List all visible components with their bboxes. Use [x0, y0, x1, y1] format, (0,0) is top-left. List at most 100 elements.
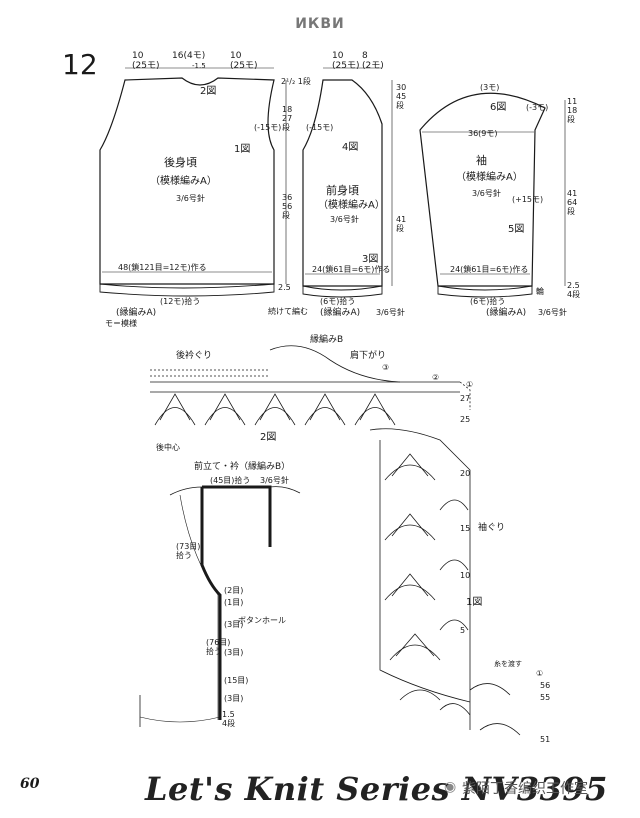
back-right-dim-top: 2¹/₂ 1段 — [281, 76, 311, 86]
sleeve-diagram-5: 5図 — [508, 223, 524, 235]
sleeve-hem — [437, 285, 533, 298]
back-collar-label: 後衿ぐり — [176, 349, 212, 361]
placket-outline — [200, 487, 222, 720]
row-label: 10 — [460, 571, 470, 580]
front-subtitle: （模様編みA） — [318, 198, 385, 211]
back-diagram-2: 2図 — [200, 85, 216, 97]
placket-pick-top: (45目)拾う — [210, 475, 250, 485]
back-subtitle: （模様編みA） — [150, 174, 217, 187]
back-bottom-dim: 2.5 — [278, 283, 291, 292]
page-number: 60 — [20, 776, 40, 792]
row-label: 5 — [460, 626, 465, 635]
front-hem-needle: 3/6号針 — [376, 307, 405, 317]
front-title: 前身頃 — [326, 183, 359, 197]
row-label: 20 — [460, 469, 470, 478]
page-header: ИКВИ — [295, 16, 345, 32]
watermark: 紫陌丁香编织工作室 — [462, 781, 588, 797]
back-diagram-1: 1図 — [234, 143, 250, 155]
front-bottom-cast-on: 24(鎖61目=6モ)作る — [312, 264, 390, 274]
placket-row-2: (2目) — [224, 586, 243, 595]
shoulder-label: 肩下がり — [350, 349, 386, 361]
front-hem-label: (縁編みA) — [320, 306, 360, 318]
row-label: 51 — [540, 735, 550, 744]
front-diagram-4: 4図 — [342, 141, 358, 153]
back-hem — [99, 283, 275, 297]
sleeve-hem-label: (縁編みA) — [486, 306, 526, 318]
sleeve-hem-needle: 3/6号針 — [538, 307, 567, 317]
chart-symbols — [150, 345, 521, 736]
placket-row-15: (15目) — [224, 676, 248, 685]
row-label: 27 — [460, 394, 470, 403]
pattern-number: 12 — [62, 48, 98, 81]
back-bottom-cast-on: 48(鎖121目=12モ)作る — [118, 262, 207, 272]
sleeve-top: (3モ) — [480, 83, 499, 92]
wechat-icon: ◉ — [444, 779, 457, 795]
row-label: ③ — [382, 363, 389, 372]
row-label: ① — [536, 669, 543, 678]
placket-buttonhole: ボタンホール — [238, 616, 286, 625]
placket-pick-lower: (76目)拾う — [206, 638, 230, 656]
back-title: 後身頃 — [164, 155, 197, 169]
sleeve-dec-right: (-3モ) — [526, 103, 548, 112]
row-label: 55 — [540, 693, 550, 702]
row-label: 15 — [460, 524, 470, 533]
sleeve-inc-side: (+15モ) — [512, 195, 543, 204]
placket-title: 前立て・衿（縁編みB） — [194, 460, 290, 472]
crochet-chart: ① ② ③ 27 25 20 15 10 5 ① 56 55 51 後衿ぐり 縁… — [150, 333, 550, 744]
row-label: 56 — [540, 681, 550, 690]
sleeve-width: 36(9モ) — [468, 129, 498, 138]
sleeve-bottom-cast-on: 24(鎖61目=6モ)作る — [450, 264, 528, 274]
back-needle: 3/6号針 — [176, 193, 205, 203]
sleeve-hem-pick: (6モ)拾う — [470, 296, 505, 306]
series-title: Let's Knit Series NV3395 — [145, 770, 608, 808]
row-label: ① — [466, 380, 473, 389]
sleeve-needle: 3/6号針 — [472, 188, 501, 198]
chart-diagram-1: 1図 — [466, 596, 482, 608]
join-label: 糸を渡す — [494, 659, 522, 668]
back-continue-label: 続けて編む — [268, 306, 308, 316]
placket-diagram: 前立て・衿（縁編みB） 3/6号針 (45目)拾う (73目)拾う (2目) (… — [139, 460, 301, 728]
back-hem-label: (縁編みA) — [116, 306, 156, 318]
front-top-left-dim: 10(25モ) — [332, 51, 359, 71]
front-diagram-3: 3図 — [362, 253, 378, 265]
placket-row-3: (3目) — [224, 620, 243, 629]
front-hem-pick: (6モ)拾う — [320, 296, 355, 306]
sleeve-rib-label: 輪 — [536, 286, 544, 296]
front-side-dec: (-15モ) — [306, 123, 333, 132]
sleeve-subtitle: （模様編みA） — [456, 170, 523, 183]
center-back-label: 後中心 — [156, 442, 180, 452]
edge-b-label: 縁編みB — [310, 333, 343, 345]
back-top-mid2-dim: -1.5 — [192, 62, 206, 70]
front-needle: 3/6号針 — [330, 214, 359, 224]
front-hem — [302, 285, 383, 298]
garment-schematics: 10(25モ) 16(4モ) -1.5 10(25モ) 2図 1図 (-15モ)… — [99, 51, 580, 328]
front-top-right-dim: 8(2モ) — [362, 51, 384, 71]
back-body-outline — [99, 77, 275, 285]
back-stitch-note: モ＝模様 — [105, 318, 137, 328]
placket-pick-left: (73目)拾う — [176, 542, 200, 560]
back-top-right-dim: 10(25モ) — [230, 51, 257, 71]
placket-row-3c: (3目) — [224, 694, 243, 703]
row-label: ② — [432, 373, 439, 382]
sleeve-title: 袖 — [476, 153, 487, 167]
back-top-mid-dim: 16(4モ) — [172, 51, 205, 61]
back-top-left-dim: 10(25モ) — [132, 51, 159, 71]
back-side-dec: (-15モ) — [254, 123, 281, 132]
chart-row-labels: ① ② ③ 27 25 20 15 10 5 ① 56 55 51 — [382, 363, 550, 744]
sleeve-diagram-6: 6図 — [490, 101, 506, 113]
placket-row-3b: (3目) — [224, 648, 243, 657]
back-hem-pick: (12モ)拾う — [160, 296, 200, 306]
sleeve-cap-label: 袖ぐり — [478, 521, 505, 533]
front-body-outline — [302, 79, 383, 287]
placket-row-1: (1目) — [224, 598, 243, 607]
placket-needle: 3/6号針 — [260, 475, 289, 485]
sleeve-outline — [419, 92, 546, 287]
chart-diagram-2: 2図 — [260, 431, 276, 443]
